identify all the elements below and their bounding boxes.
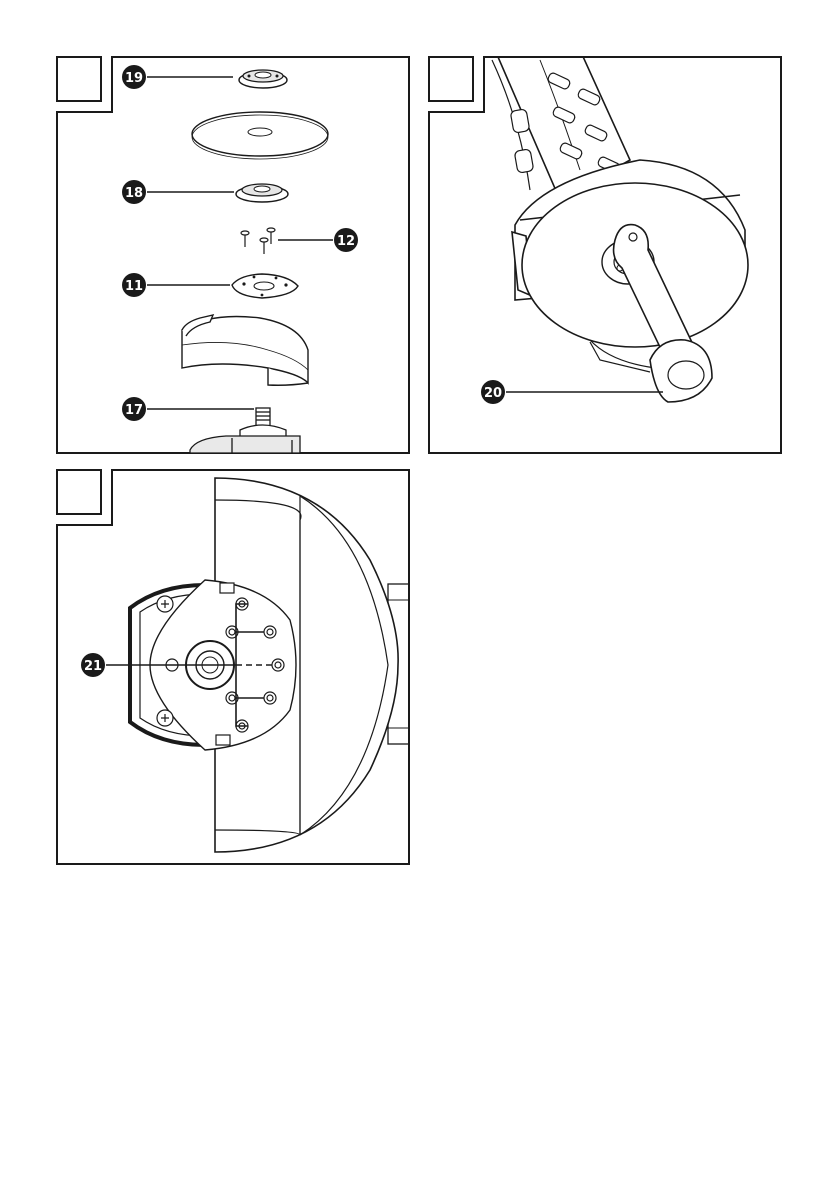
panel-spanner-view: 20: [420, 0, 839, 460]
callout-19-label: 19: [125, 71, 143, 86]
protective-guard: [182, 315, 308, 385]
figure-number-box: [429, 57, 473, 101]
callout-18: 18: [122, 180, 234, 204]
callout-18-label: 18: [125, 186, 143, 201]
guard-screws: [241, 228, 275, 254]
callout-20-label: 20: [484, 386, 502, 401]
callout-12: 12: [278, 228, 358, 252]
callout-21-label: 21: [84, 659, 102, 674]
exploded-view-drawing: 19 18 12 11 17: [0, 0, 420, 460]
support-flange: [236, 184, 288, 202]
figure-number-box: [57, 470, 101, 514]
panel-exploded-view: 19 18 12 11 17: [0, 0, 420, 460]
callout-11: 11: [122, 273, 230, 297]
callout-17: 17: [122, 397, 254, 421]
figure-number-box: [57, 57, 101, 101]
spindle-gear-head: [190, 408, 300, 453]
spanner-view-drawing: 20: [420, 0, 839, 460]
callout-11-label: 11: [125, 279, 143, 294]
clamping-nut: [239, 70, 287, 88]
callout-20: 20: [481, 380, 663, 404]
guard-positions-drawing: 21: [0, 460, 420, 880]
grinding-disc: [192, 112, 328, 159]
panel-guard-positions: 21: [0, 460, 420, 880]
guard-mounting-plate: [232, 274, 298, 298]
callout-17-label: 17: [125, 403, 143, 418]
callout-12-label: 12: [337, 234, 355, 249]
callout-19: 19: [122, 65, 233, 89]
